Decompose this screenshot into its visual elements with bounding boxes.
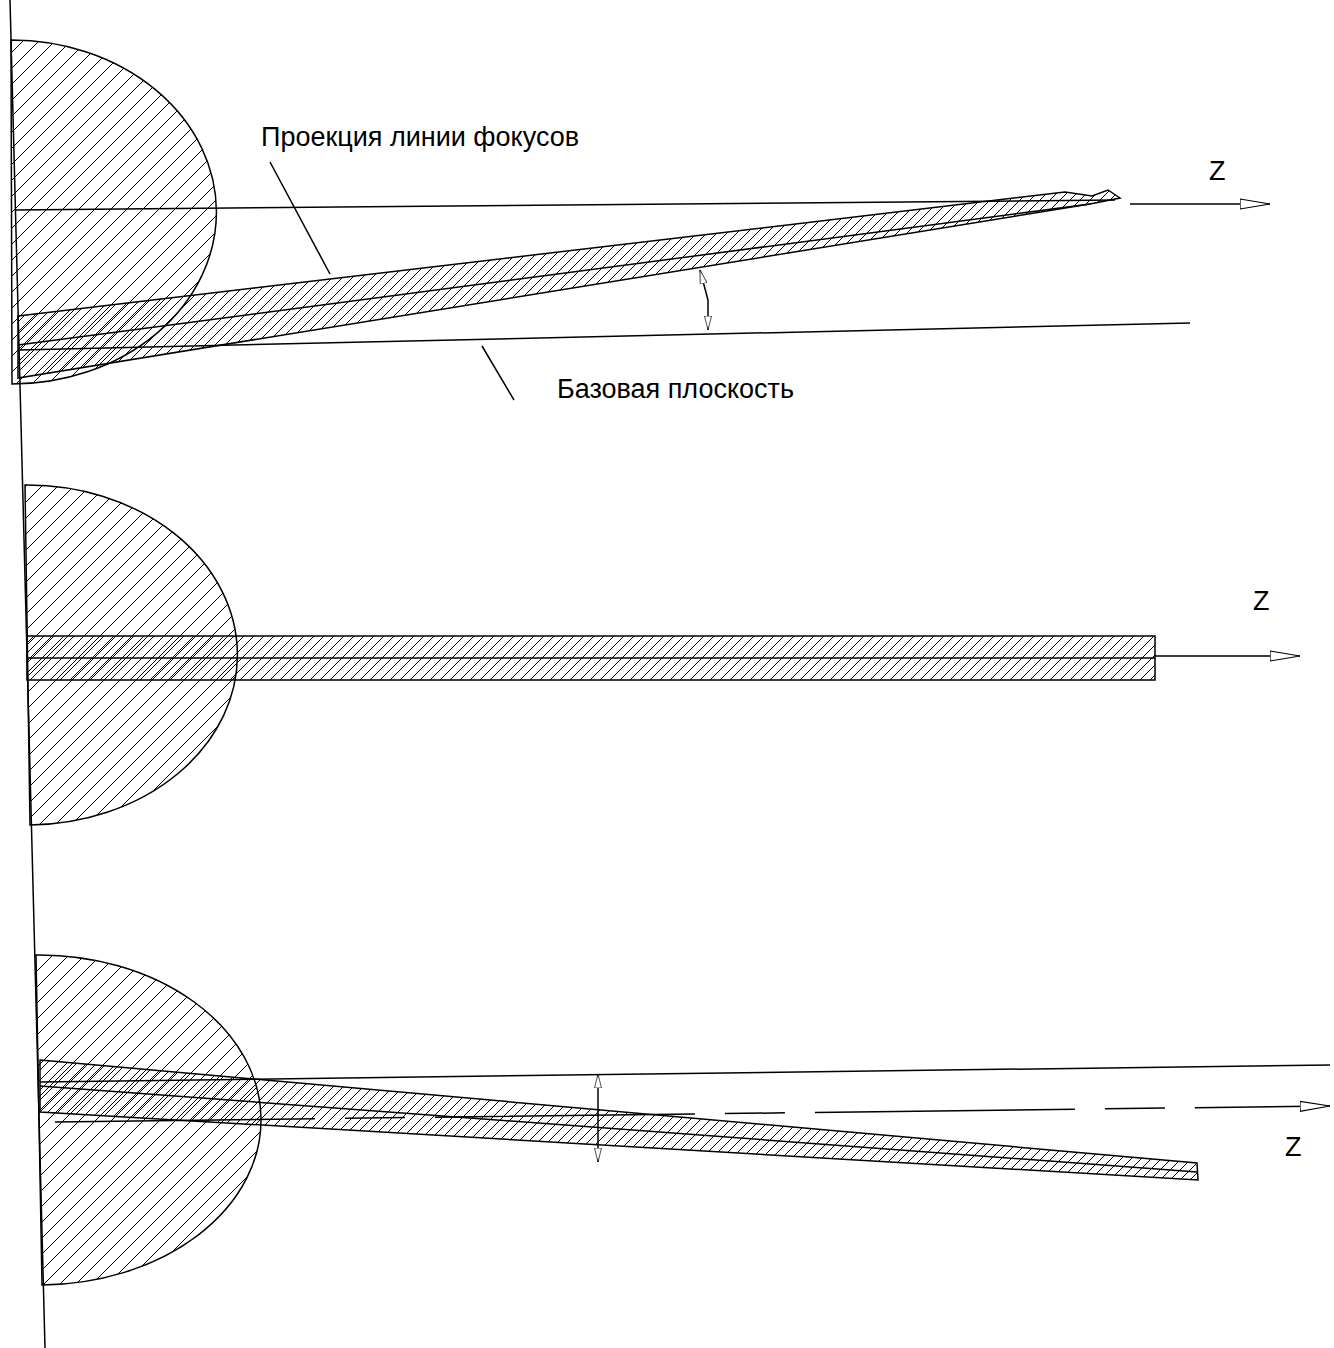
dimension-arrow xyxy=(597,1120,599,1162)
z-axis-arrow xyxy=(1155,655,1300,657)
focal-line-mid xyxy=(27,657,1155,659)
axis-label: Z xyxy=(1206,158,1229,185)
z-axis-arrow xyxy=(1130,203,1270,205)
leader-line xyxy=(270,162,330,274)
focal-line-mid xyxy=(18,204,1090,345)
focal-line-band xyxy=(40,1060,1198,1180)
focal-line-band xyxy=(27,636,1155,680)
axis-label: Z xyxy=(1282,1134,1305,1161)
callout-label: Базовая плоскость xyxy=(554,376,797,403)
axis-label: Z xyxy=(1250,588,1273,615)
focal-line-band xyxy=(18,190,1120,378)
dimension-arrow xyxy=(700,270,708,300)
callout-label: Проекция линии фокусов xyxy=(258,124,582,151)
dimension-arrow xyxy=(597,1074,599,1120)
leader-line xyxy=(482,346,514,400)
focal-line-mid xyxy=(40,1086,1197,1172)
dimension-arrow xyxy=(707,300,709,330)
